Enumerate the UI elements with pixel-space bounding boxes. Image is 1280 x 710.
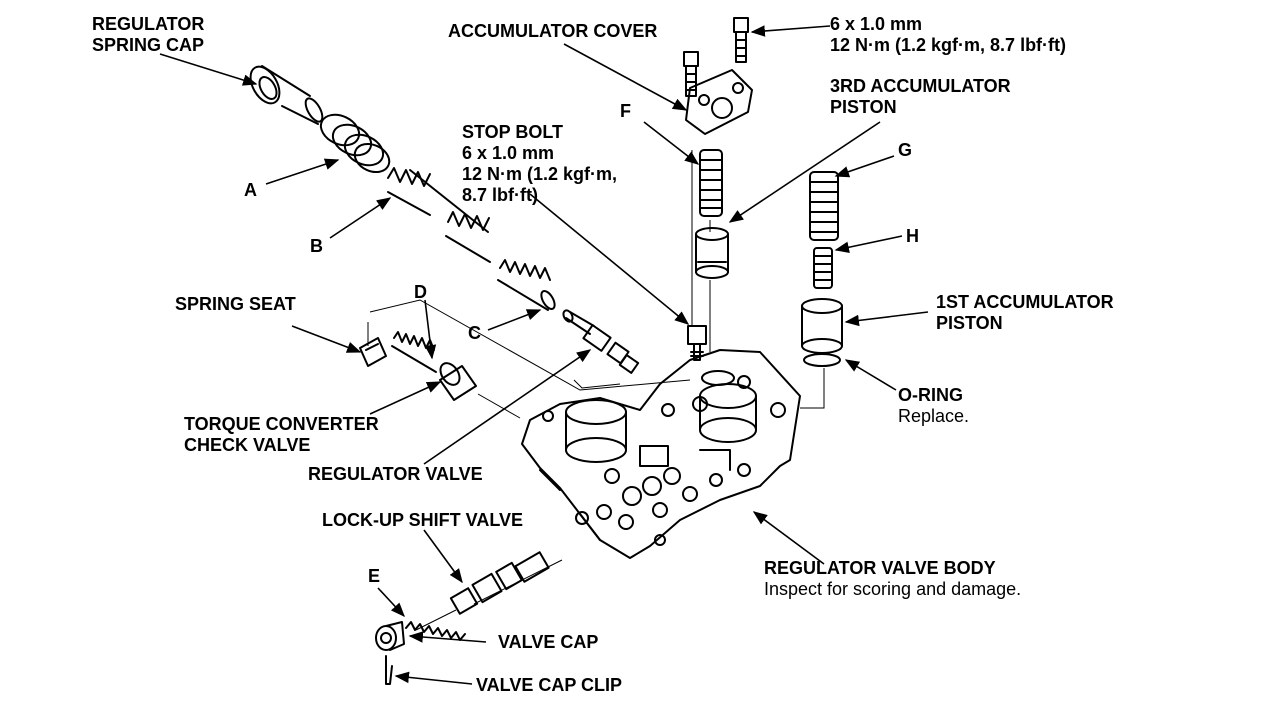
first-accumulator-piston-part: [801, 298, 843, 354]
regulator-valve-label: REGULATOR VALVE: [308, 464, 483, 484]
o-ring-part: [803, 353, 841, 367]
label-d: D: [414, 282, 427, 302]
regulator-spring-cap-part: [249, 65, 324, 125]
third-accumulator-piston-label: 3RD ACCUMULATOR PISTON: [830, 76, 1011, 117]
valve-cap-clip-part: [385, 655, 393, 685]
label-a: A: [244, 180, 257, 200]
valve-cap-clip-label: VALVE CAP CLIP: [476, 675, 623, 695]
lock-up-shift-valve-label: LOCK-UP SHIFT VALVE: [322, 510, 524, 530]
spring-seat-label: SPRING SEAT: [175, 294, 296, 314]
regulator-valve-body-part: [521, 349, 801, 559]
third-accumulator-piston-part: [695, 227, 729, 279]
spring-b-part: [387, 167, 491, 263]
regulator-valve-body-label: REGULATOR VALVE BODY Inspect for scoring…: [764, 558, 1022, 599]
spring-e-part: [405, 621, 466, 641]
spring-c-part: [497, 259, 556, 311]
spring-f-part: [699, 149, 723, 217]
spring-a-part: [319, 113, 391, 174]
valve-cap-part: [375, 621, 405, 651]
accumulator-cover-label: ACCUMULATOR COVER: [448, 21, 658, 41]
torque-converter-check-valve-part: [439, 362, 477, 401]
label-c: C: [468, 323, 481, 343]
leader-arrows: [159, 25, 929, 685]
regulator-spring-cap-label: REGULATOR SPRING CAP: [92, 14, 205, 55]
spring-h-part: [813, 247, 833, 289]
torque-converter-check-valve-label: TORQUE CONVERTER CHECK VALVE: [184, 414, 379, 455]
cover-bolt-spec-label: 6 x 1.0 mm 12 N·m (1.2 kgf·m, 8.7 lbf·ft…: [830, 14, 1067, 55]
stop-bolt-part: [687, 325, 707, 361]
stop-bolt-label: STOP BOLT 6 x 1.0 mm 12 N·m (1.2 kgf·m, …: [462, 122, 618, 205]
regulator-valve-body-note: Inspect for scoring and damage.: [764, 579, 1022, 599]
o-ring-note: Replace.: [898, 406, 970, 426]
spring-seat-part: [359, 337, 387, 367]
lock-up-shift-valve-part: [449, 551, 550, 615]
o-ring-label: O-RING Replace.: [898, 385, 970, 426]
spring-g-part: [809, 171, 839, 241]
regulator-valve-part: [562, 309, 640, 374]
accumulator-cover-part: [683, 17, 753, 135]
alignment-lines: [367, 150, 825, 631]
label-g: G: [898, 140, 913, 160]
label-h: H: [906, 226, 919, 246]
label-f: F: [620, 101, 631, 121]
label-b: B: [310, 236, 323, 256]
first-accumulator-piston-label: 1ST ACCUMULATOR PISTON: [936, 292, 1114, 333]
label-e: E: [368, 566, 381, 586]
valve-cap-label: VALVE CAP: [498, 632, 599, 652]
